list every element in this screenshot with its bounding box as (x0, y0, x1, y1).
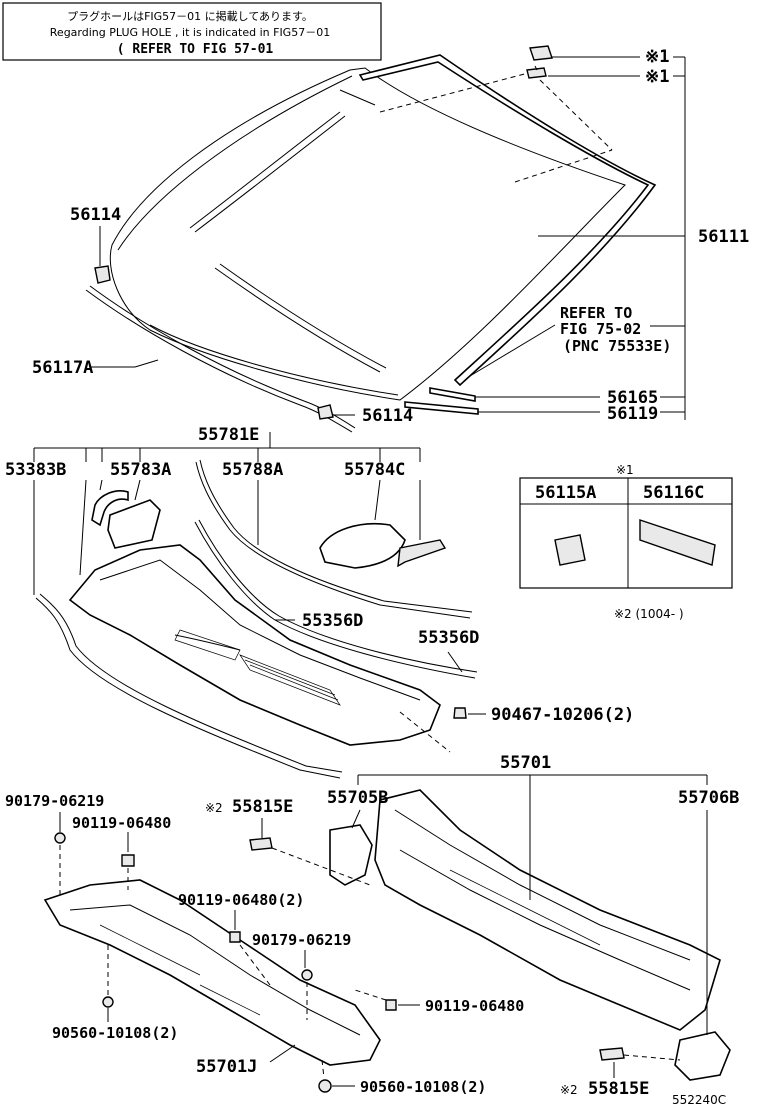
header-note-box: プラグホールはFIG57－01 に掲載してあります。 Regarding PLU… (2, 2, 382, 61)
inset-table-col2: 56116C (643, 483, 704, 503)
fastener-90119-2 (229, 931, 241, 943)
strip-56165-drawing (429, 387, 476, 402)
clip-56114-top-drawing (94, 265, 111, 284)
part-label-56114-bottom: 56114 (362, 406, 413, 426)
clip-56115a-drawing (554, 534, 586, 566)
part-label-90560-bottom: 90560-10108(2) (360, 1078, 486, 1096)
refer-note-line1: REFER TO (560, 304, 632, 322)
inset-table-mark: ※1 (616, 463, 634, 477)
refer-note-line3: (PNC 75533E) (563, 337, 671, 355)
mark2-note: ※2 (1004- ) (614, 607, 684, 621)
fastener-90560-bottom (318, 1079, 332, 1093)
header-note-line1: プラグホールはFIG57－01 に掲載してあります。 (67, 9, 313, 23)
mark2-label-top: ※2 (205, 801, 223, 815)
part-label-56114-top: 56114 (70, 205, 121, 225)
windshield-molding-drawing (189, 54, 657, 387)
part-label-53383b: 53383B (5, 460, 66, 480)
part-label-56165: 56165 (607, 388, 658, 408)
strip-55356d-lower-drawing (194, 521, 476, 679)
part-label-55788a: 55788A (222, 460, 283, 480)
mark2-label-bottom: ※2 (560, 1083, 578, 1097)
bracket-55706b-drawing (674, 1031, 731, 1081)
clip-55815e-bottom-drawing (599, 1047, 625, 1061)
molding-56117a-drawing (85, 285, 356, 433)
part-label-55356d-b: 55356D (418, 628, 479, 648)
fastener-90179-mid (301, 969, 313, 981)
figure-code: 552240C (672, 1093, 726, 1107)
inset-table: ※1 56115A 56116C (519, 463, 733, 589)
clip-55815e-top-drawing (249, 837, 273, 851)
part-label-90560-left: 90560-10108(2) (52, 1024, 178, 1042)
part-label-55701j: 55701J (196, 1057, 257, 1077)
part-label-56111: 56111 (698, 227, 749, 247)
part-label-55781e: 55781E (198, 425, 259, 445)
fastener-90560-left (102, 996, 114, 1008)
part-label-55815e-bottom: 55815E (588, 1079, 649, 1099)
bracket-55705b-drawing (329, 824, 373, 886)
fastener-90179-top (54, 832, 66, 844)
clip-56116c-drawing (639, 519, 716, 566)
clip-90467-drawing (453, 707, 467, 719)
clip-56114-bottom-drawing (317, 404, 334, 420)
strip-56119-drawing (404, 401, 479, 415)
windshield-glass-drawing (109, 67, 626, 401)
strip-55788a-drawing (195, 461, 471, 619)
part-label-55356d-a: 55356D (302, 611, 363, 631)
panel-55701j-drawing (43, 879, 381, 1066)
mark1-label-b: ※1 (645, 67, 669, 87)
part-label-55705b: 55705B (327, 788, 388, 808)
inset-table-col1: 56115A (535, 483, 596, 503)
part-label-90179-top: 90179-06219 (5, 792, 104, 810)
cowl-group-bracket (33, 432, 421, 462)
fastener-90119-top (121, 854, 135, 867)
clip-mark1-b (526, 65, 547, 79)
fastener-90119-right (385, 999, 397, 1011)
refer-note-line2: FIG 75-02 (560, 320, 641, 338)
cowl-louver-drawing (68, 544, 441, 746)
hose-53383b-drawing (35, 597, 341, 779)
part-label-56119: 56119 (607, 404, 658, 424)
clip-mark1-a (529, 45, 553, 61)
part-label-56117a: 56117A (32, 358, 93, 378)
part-label-55815e-top: 55815E (232, 797, 293, 817)
seal-55783a-drawing (91, 490, 161, 549)
mark1-label-a: ※1 (645, 47, 669, 67)
cowl-panel-55701-drawing (374, 789, 721, 1031)
part-label-55784c: 55784C (344, 460, 405, 480)
part-label-90467: 90467-10206(2) (491, 705, 634, 725)
header-note-line2: Regarding PLUG HOLE , it is indicated in… (50, 26, 330, 39)
part-label-55706b: 55706B (678, 788, 739, 808)
cover-55784c-drawing (319, 522, 447, 569)
header-note-line3: ( REFER TO FIG 57-01 (117, 42, 274, 57)
part-label-90119-2: 90119-06480(2) (178, 891, 304, 909)
part-label-55783a: 55783A (110, 460, 171, 480)
part-label-90119-right: 90119-06480 (425, 997, 524, 1015)
part-label-90119-top: 90119-06480 (72, 814, 171, 832)
part-label-90179-mid: 90179-06219 (252, 931, 351, 949)
part-label-55701: 55701 (500, 753, 551, 773)
top-group-bracket (469, 56, 686, 420)
